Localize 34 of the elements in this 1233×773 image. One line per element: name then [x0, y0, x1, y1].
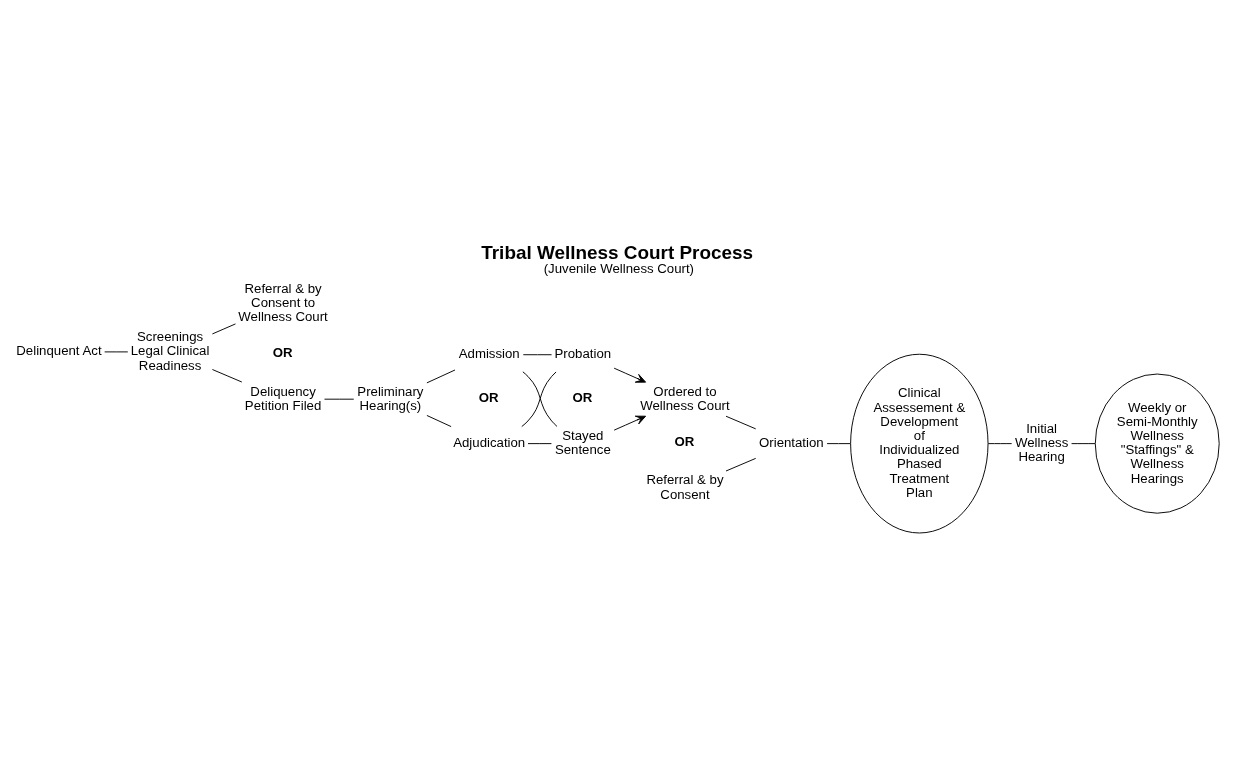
node-text: Initial Wellness Hearing	[1014, 420, 1069, 464]
connector	[211, 368, 243, 382]
node-text: Screenings Legal Clinical Readiness	[130, 328, 210, 373]
arrow	[613, 367, 647, 383]
connector	[725, 457, 757, 471]
node-text: Referral & by Consent	[646, 471, 724, 502]
connector	[522, 353, 553, 355]
diagram-title: Tribal Wellness Court Process	[481, 241, 754, 263]
caption: (Juvenile Wellness Court)	[543, 260, 695, 276]
connector	[426, 369, 456, 383]
label: OR	[272, 344, 293, 360]
label: OR	[572, 389, 593, 405]
connector	[527, 442, 552, 444]
node-text: Probation	[554, 345, 612, 361]
node-text: Adjudication	[453, 434, 526, 450]
node-ellipse: Weekly or Semi-Monthly Wellness "Staffings" & Wellness Hearings	[1094, 373, 1220, 514]
node-ellipse: Clinical Assessement & Development of Individualized Phased Treatment Plan	[850, 353, 989, 533]
node-text: Referral & by Consent to Wellness Court	[238, 280, 328, 324]
connector	[826, 442, 851, 444]
node-text: Admission	[458, 345, 520, 361]
node-text: Orientation	[759, 434, 824, 450]
connector	[426, 414, 452, 427]
connector	[211, 322, 236, 334]
arrow	[613, 415, 647, 431]
node-text: Ordered to Wellness Court	[640, 383, 730, 413]
connector	[725, 415, 757, 429]
connector	[987, 442, 1013, 444]
node-text: Deliquency Petition Filed	[244, 383, 322, 413]
node-text: Preliminary Hearing(s)	[357, 383, 424, 413]
label: OR	[478, 389, 499, 405]
node-text: Delinquent Act	[16, 342, 102, 358]
label: OR	[674, 433, 695, 449]
node-text: Stayed Sentence	[554, 427, 611, 457]
connector	[1071, 442, 1096, 444]
